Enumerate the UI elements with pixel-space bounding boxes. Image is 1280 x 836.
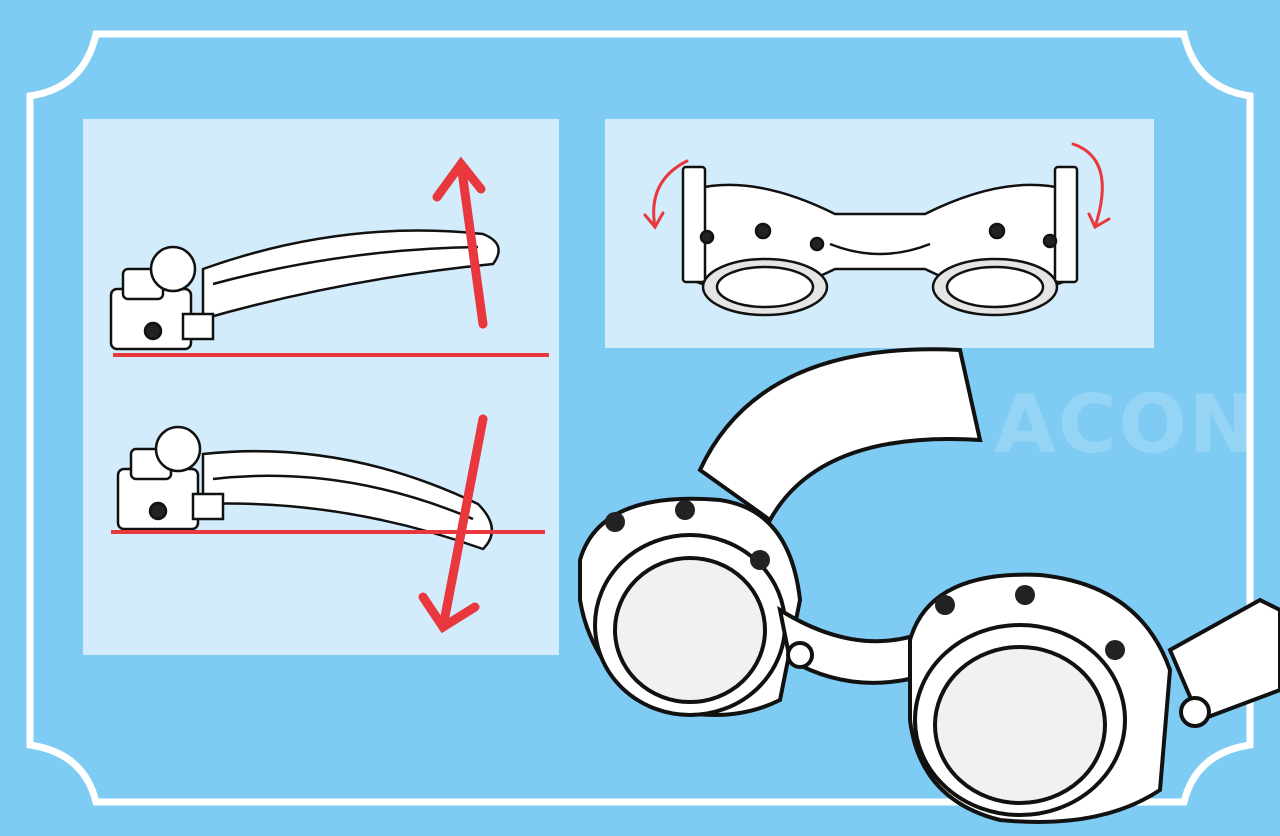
goggle-side-view-down-illustration [116,425,493,551]
top-right-illustration-panel [605,119,1154,348]
rotate-left-arrow-icon [643,159,689,230]
left-illustration-panel [83,119,559,655]
goggle-side-view-up-illustration [109,229,500,351]
arrow-up-icon [432,156,488,329]
rotate-right-arrow-icon [1071,142,1111,230]
goggle-front-view-illustration [681,165,1079,317]
arrow-down-icon [418,414,488,634]
acon-watermark: ACON [994,378,1258,471]
